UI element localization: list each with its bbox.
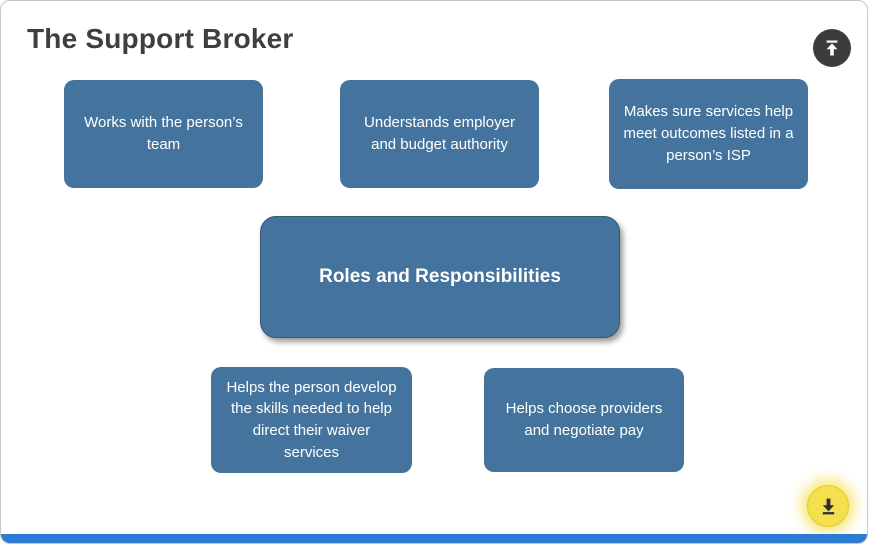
- page-title: The Support Broker: [27, 23, 294, 54]
- scroll-down-button[interactable]: [807, 485, 849, 527]
- diagram-box-label: Helps choose providers and negotiate pay: [505, 400, 663, 439]
- diagram-box-label: Understands employer and budget authorit…: [364, 114, 515, 153]
- diagram-center-roles-responsibilities: Roles and Responsibilities: [260, 216, 620, 338]
- diagram-box-develop-skills: Helps the person develop the skills need…: [211, 367, 412, 473]
- diagram-box-choose-providers: Helps choose providers and negotiate pay: [484, 368, 684, 472]
- diagram-box-services-outcomes-isp: Makes sure services help meet outcomes l…: [609, 79, 808, 189]
- diagram-center-label: Roles and Responsibilities: [319, 266, 561, 287]
- diagram-box-label: Helps the person develop the skills need…: [226, 378, 397, 461]
- up-arrow-to-top-icon: [822, 38, 842, 58]
- diagram-box-label: Works with the person’s team: [84, 114, 243, 153]
- down-arrow-to-bottom-icon: [818, 496, 839, 517]
- diagram-box-label: Makes sure services help meet outcomes l…: [623, 103, 794, 164]
- scroll-up-button[interactable]: [813, 29, 851, 67]
- bottom-progress-bar: [1, 534, 867, 543]
- diagram-box-understands-authority: Understands employer and budget authorit…: [340, 80, 539, 188]
- diagram-box-works-with-team: Works with the person’s team: [64, 80, 263, 188]
